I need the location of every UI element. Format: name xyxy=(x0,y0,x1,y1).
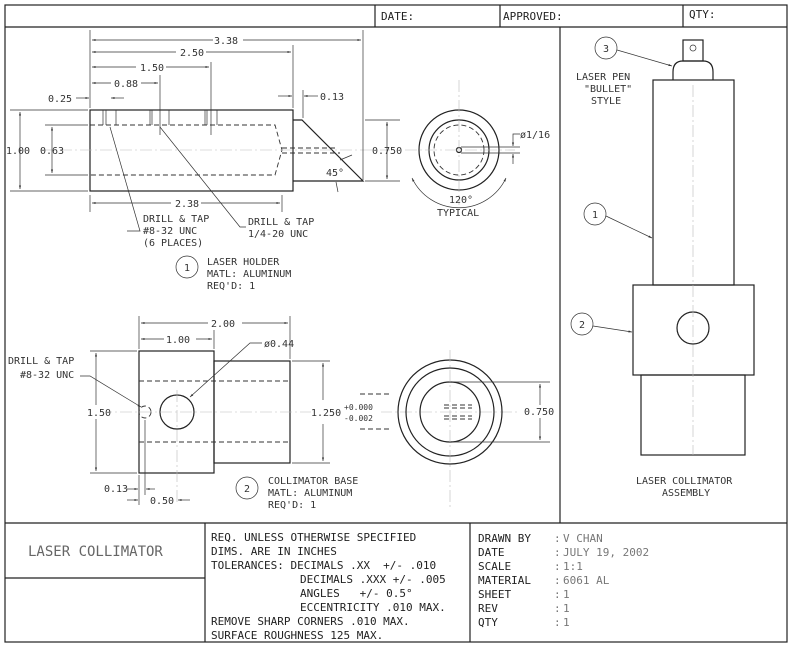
pen-label-line: LASER PEN xyxy=(576,72,630,83)
dim-0-63: 0.63 xyxy=(40,146,64,157)
collimator-base-dimensions: 2.00 1.00 ø0.44 1.50 1.250 +0.000 -0.002… xyxy=(8,319,373,507)
dim-0-750: 0.750 xyxy=(372,146,402,157)
assembly-view: 3 1 2 LASER PEN "BULLET" STYLE LASER COL… xyxy=(570,36,755,499)
dim-0-88: 0.88 xyxy=(114,79,138,90)
date-label: DATE: xyxy=(381,10,414,23)
svg-text::: : xyxy=(554,574,561,587)
qty-label: QTY: xyxy=(689,8,716,21)
svg-text::: : xyxy=(554,546,561,559)
tolerance-plus: +0.000 xyxy=(344,403,373,412)
general-note: DECIMALS .XXX +/- .005 xyxy=(300,573,446,586)
dim-2-38: 2.38 xyxy=(175,199,199,210)
drill-tap-note-line: DRILL & TAP xyxy=(8,356,74,367)
part-label-line: COLLIMATOR BASE xyxy=(268,476,358,487)
hole-diameter: ø0.44 xyxy=(264,339,294,350)
field-label: QTY xyxy=(478,616,498,629)
balloon-1: 1 xyxy=(184,263,190,274)
field-value: 1 xyxy=(563,616,570,629)
dim-2-00: 2.00 xyxy=(211,319,235,330)
laser-holder-side-view xyxy=(10,30,400,232)
approved-label: APPROVED: xyxy=(503,10,563,23)
drill-tap-note-line: DRILL & TAP xyxy=(143,214,209,225)
collimator-base-end-view: 0.750 xyxy=(360,350,557,508)
part-label-line: MATL: ALUMINUM xyxy=(268,488,352,499)
part-label-line: REQ'D: 1 xyxy=(268,500,316,511)
svg-text::: : xyxy=(554,560,561,573)
dim-3-38: 3.38 xyxy=(214,36,238,47)
general-note: ANGLES +/- 0.5° xyxy=(300,587,413,600)
collimator-base-side-view xyxy=(80,316,520,505)
pen-label-line: "BULLET" xyxy=(584,84,632,95)
dim-45-degrees: 45° xyxy=(326,168,344,179)
assembly-label-line: ASSEMBLY xyxy=(662,488,710,499)
dim-1-50: 1.50 xyxy=(87,408,111,419)
drill-tap-note-line: #8-32 UNC xyxy=(143,226,197,237)
svg-text::: : xyxy=(554,616,561,629)
assembly-label-line: LASER COLLIMATOR xyxy=(636,476,733,487)
dim-0-50: 0.50 xyxy=(150,496,174,507)
dim-0-13: 0.13 xyxy=(104,484,128,495)
angle-note: TYPICAL xyxy=(437,208,479,219)
laser-holder-dimensions: 3.38 2.50 1.50 0.88 0.25 0.13 1.00 0.63 … xyxy=(6,36,402,249)
field-label: SHEET xyxy=(478,588,511,601)
field-label: REV xyxy=(478,602,498,615)
dim-1-00: 1.00 xyxy=(166,335,190,346)
dim-1-250: 1.250 xyxy=(311,408,341,419)
drill-tap-note-line: 1/4-20 UNC xyxy=(248,229,308,240)
field-label: MATERIAL xyxy=(478,574,531,587)
svg-text::: : xyxy=(554,532,561,545)
tolerance-minus: -0.002 xyxy=(344,414,373,423)
field-value: 1:1 xyxy=(563,560,583,573)
drill-tap-note-line: (6 PLACES) xyxy=(143,238,203,249)
part-label-line: REQ'D: 1 xyxy=(207,281,255,292)
drill-tap-note-line: #8-32 UNC xyxy=(20,370,74,381)
balloon-2: 2 xyxy=(579,320,585,331)
part-label-line: LASER HOLDER xyxy=(207,257,280,268)
drawing-frame xyxy=(4,4,788,643)
field-value: JULY 19, 2002 xyxy=(563,546,649,559)
general-note: SURFACE ROUGHNESS 125 MAX. xyxy=(211,629,383,642)
field-value: 1 xyxy=(563,588,570,601)
svg-text::: : xyxy=(554,602,561,615)
field-label: DATE xyxy=(478,546,505,559)
dim-0-13: 0.13 xyxy=(320,92,344,103)
general-note: REMOVE SHARP CORNERS .010 MAX. xyxy=(211,615,410,628)
balloon-3: 3 xyxy=(603,44,609,55)
angle-label: 120° xyxy=(449,195,473,206)
field-value: 1 xyxy=(563,602,570,615)
dim-2-50: 2.50 xyxy=(180,48,204,59)
dim-1-50: 1.50 xyxy=(140,63,164,74)
laser-holder-callout: 1 LASER HOLDER MATL: ALUMINUM REQ'D: 1 xyxy=(175,255,291,292)
field-label: DRAWN BY xyxy=(478,532,531,545)
balloon-2: 2 xyxy=(244,484,250,495)
general-note: DIMS. ARE IN INCHES xyxy=(211,545,337,558)
field-value: V CHAN xyxy=(563,532,603,545)
general-note: TOLERANCES: DECIMALS .XX +/- .010 xyxy=(211,559,436,572)
general-note: REQ. UNLESS OTHERWISE SPECIFIED xyxy=(211,531,416,544)
laser-holder-end-view: ø1/16 120° TYPICAL xyxy=(405,80,550,219)
hole-diameter-label: ø1/16 xyxy=(520,130,550,141)
drawing-title: LASER COLLIMATOR xyxy=(28,544,163,560)
dim-1-00: 1.00 xyxy=(6,146,30,157)
svg-text::: : xyxy=(554,588,561,601)
general-note: ECCENTRICITY .010 MAX. xyxy=(300,601,446,614)
dim-0-750: 0.750 xyxy=(524,407,554,418)
part-label-line: MATL: ALUMINUM xyxy=(207,269,291,280)
collimator-base-callout: 2 COLLIMATOR BASE MATL: ALUMINUM REQ'D: … xyxy=(235,476,358,511)
balloon-1: 1 xyxy=(592,210,598,221)
drill-tap-note-line: DRILL & TAP xyxy=(248,217,314,228)
title-block: LASER COLLIMATOR REQ. UNLESS OTHERWISE S… xyxy=(28,531,446,642)
field-label: SCALE xyxy=(478,560,511,573)
drawing-info-fields: DRAWN BY DATE SCALE MATERIAL SHEET REV Q… xyxy=(478,532,649,629)
field-value: 6061 AL xyxy=(563,574,610,587)
dim-0-25: 0.25 xyxy=(48,94,72,105)
pen-label-line: STYLE xyxy=(591,96,621,107)
